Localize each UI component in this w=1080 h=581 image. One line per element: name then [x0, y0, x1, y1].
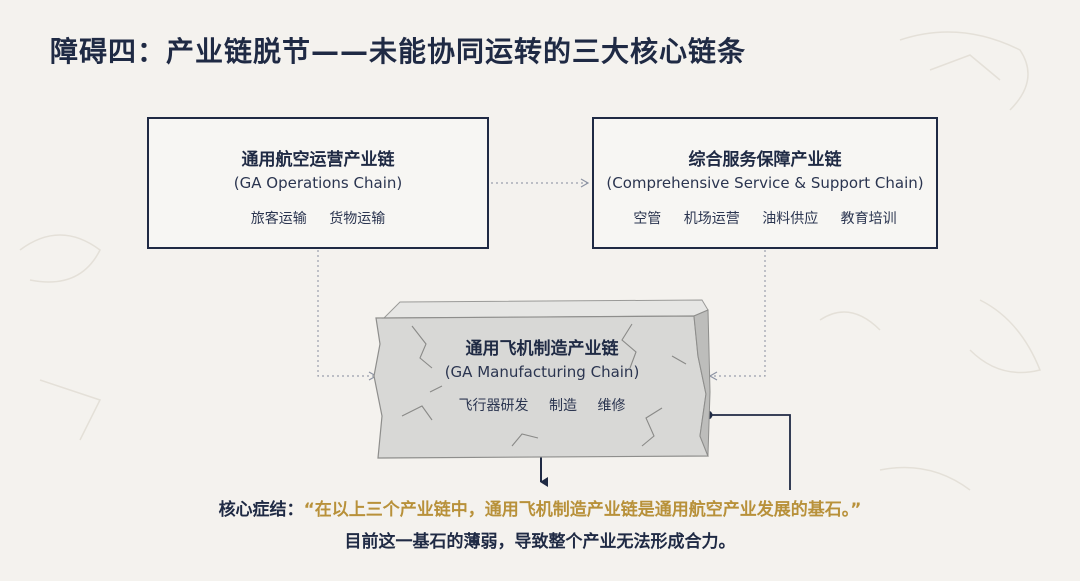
manufacturing-item: 维修: [597, 398, 626, 414]
manufacturing-chain-name-en: (GA Manufacturing Chain): [444, 363, 640, 381]
service-to-manufacturing-connector: [708, 250, 766, 381]
service-chain-box: 综合服务保障产业链 (Comprehensive Service & Suppo…: [592, 117, 938, 249]
manufacturing-item: 制造: [549, 398, 577, 414]
service-item: 油料供应: [762, 211, 819, 227]
ops-chain-box: 通用航空运营产业链 (GA Operations Chain) 旅客运输 货物运…: [147, 117, 489, 249]
diagnosis-label: 核心症结：: [218, 500, 304, 520]
core-diagnosis: 核心症结：“在以上三个产业链中，通用飞机制造产业链是通用航空产业发展的基石。” …: [0, 494, 1080, 558]
ops-to-manufacturing-connector: [317, 250, 378, 381]
service-item: 机场运营: [683, 211, 740, 227]
diagnosis-line-1: 核心症结：“在以上三个产业链中，通用飞机制造产业链是通用航空产业发展的基石。”: [0, 494, 1080, 526]
ops-chain-name-en: (GA Operations Chain): [233, 174, 403, 192]
page-title: 障碍四：产业链脱节——未能协同运转的三大核心链条: [50, 35, 747, 68]
service-chain-name: 综合服务保障产业链: [688, 150, 842, 170]
manufacturing-chain-stone: 通用飞机制造产业链 (GA Manufacturing Chain) 飞行器研发…: [372, 296, 712, 462]
diagnosis-line-2: 目前这一基石的薄弱，导致整个产业无法形成合力。: [344, 532, 736, 552]
ops-item: 货物运输: [329, 211, 386, 227]
manufacturing-chain-name: 通用飞机制造产业链: [465, 339, 619, 359]
diagnosis-quote: “在以上三个产业链中，通用飞机制造产业链是通用航空产业发展的基石。”: [303, 500, 862, 520]
manufacturing-chain-items: 飞行器研发 制造 维修: [372, 395, 712, 415]
ops-item: 旅客运输: [250, 211, 307, 227]
manufacturing-item: 飞行器研发: [458, 398, 529, 414]
service-chain-name-en: (Comprehensive Service & Support Chain): [606, 174, 924, 192]
service-item: 空管: [633, 211, 662, 227]
stone-block-icon: [373, 299, 711, 459]
service-chain-items: 空管 机场运营 油料供应 教育培训: [594, 208, 936, 228]
crack-pointer-line: [708, 414, 791, 490]
service-item: 教育培训: [840, 211, 897, 227]
ops-chain-name: 通用航空运营产业链: [241, 150, 395, 170]
ops-chain-items: 旅客运输 货物运输: [149, 208, 487, 228]
